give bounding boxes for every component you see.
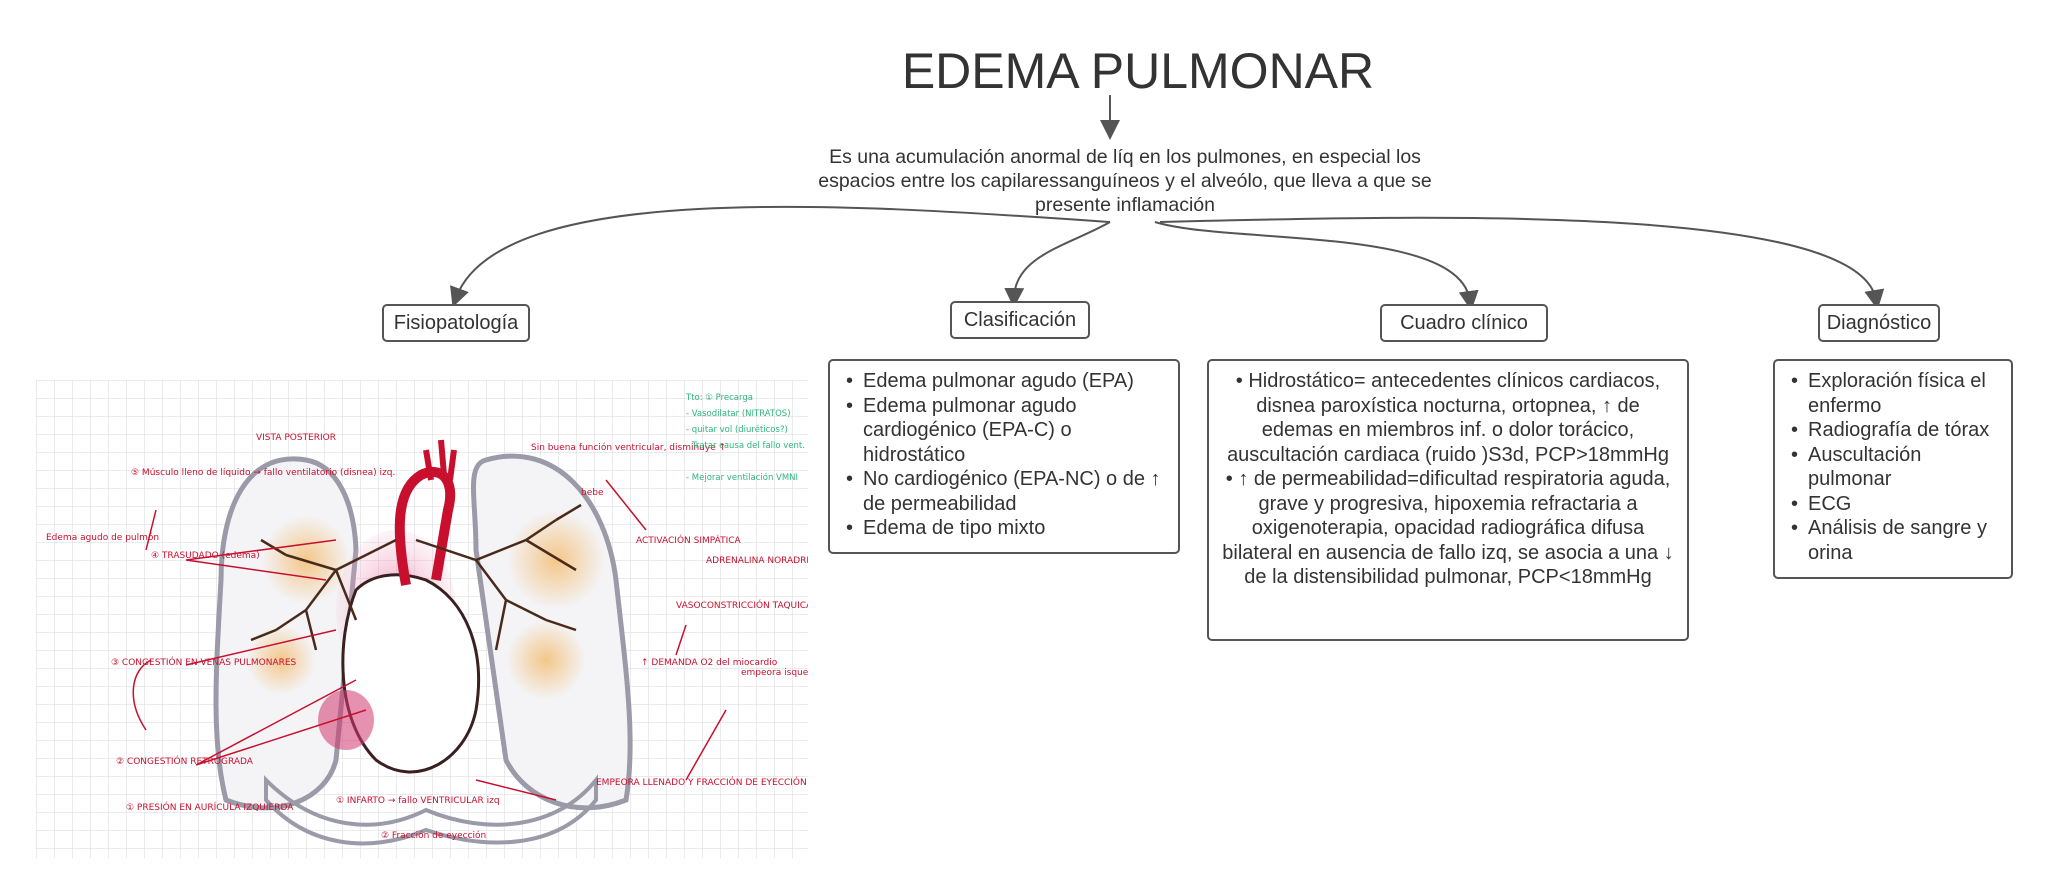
list-item: Edema de tipo mixto [844, 516, 1168, 541]
svg-text:⑤ Músculo lleno de líquido → f: ⑤ Músculo lleno de líquido → fallo venti… [131, 468, 395, 478]
heart-lungs-illustration: VISTA POSTERIOR ⑤ Músculo lleno de líqui… [36, 380, 808, 858]
aorta [394, 466, 456, 586]
arrow-to-diagnostico [1159, 216, 1885, 310]
annotation-lines [132, 479, 727, 801]
node-cuadro-clinico[interactable]: Cuadro clínico [1380, 304, 1548, 342]
list-item: Exploración física el enfermo [1789, 369, 2001, 418]
svg-text:① PRESIÓN EN AURÍCULA IZQUIERD: ① PRESIÓN EN AURÍCULA IZQUIERDA [126, 801, 294, 813]
list-item: Edema pulmonar agudo (EPA) [844, 369, 1168, 394]
list-item: No cardiogénico (EPA-NC) o de ↑ de perme… [844, 467, 1168, 516]
node-diagnostico[interactable]: Diagnóstico [1818, 304, 1940, 342]
panel-cuadro-clinico: Hidrostático= antecedentes clínicos card… [1207, 359, 1689, 641]
svg-text:VASOCONSTRICCIÓN TAQUICARDIA: VASOCONSTRICCIÓN TAQUICARDIA [676, 599, 808, 611]
diaphragm [264, 774, 598, 846]
svg-text:bebe: bebe [581, 488, 604, 498]
svg-text:④ TRASUDADO (edema): ④ TRASUDADO (edema) [151, 551, 260, 561]
page-title: EDEMA PULMONAR [901, 43, 1375, 99]
list-item: Radiografía de tórax [1789, 418, 2001, 443]
svg-text:- Vasodilatar (NITRATOS): - Vasodilatar (NITRATOS) [686, 409, 791, 419]
node-fisiopatologia[interactable]: Fisiopatología [382, 304, 530, 342]
list-item: Análisis de sangre y orina [1789, 516, 2001, 565]
arrow-to-cuadro-clinico [1154, 221, 1479, 311]
definition-text: Es una acumulación anormal de líq en los… [818, 146, 1432, 216]
list-item: Edema pulmonar agudo cardiogénico (EPA-C… [844, 394, 1168, 468]
node-label: Clasificación [963, 308, 1077, 331]
svg-text:ADRENALINA NORADRENALINA: ADRENALINA NORADRENALINA [706, 556, 808, 566]
svg-text:empeora isquemia: empeora isquemia [741, 668, 808, 678]
svg-text:VISTA POSTERIOR: VISTA POSTERIOR [256, 433, 336, 443]
node-label: Fisiopatología [393, 311, 519, 334]
arrow-to-clasificacion [1004, 221, 1111, 308]
list-item: Auscultación pulmonar [1789, 443, 2001, 492]
svg-text:Tto: ① Precarga: Tto: ① Precarga [685, 393, 753, 403]
svg-text:↑ DEMANDA O2 del miocardio: ↑ DEMANDA O2 del miocardio [641, 658, 778, 668]
node-label: Cuadro clínico [1400, 311, 1528, 334]
svg-text:- Tratar causa del fallo vent.: - Tratar causa del fallo vent. IAM (angi… [686, 441, 808, 451]
arrow-to-fisiopatologia [450, 205, 1111, 308]
panel-diagnostico: Exploración física el enfermo Radiografí… [1773, 359, 2013, 579]
svg-text:- Mejorar ventilación VMNI: - Mejorar ventilación VMNI [686, 472, 798, 483]
svg-text:Sin buena función ventricular,: Sin buena función ventricular, disminuye… [531, 442, 726, 453]
list-item: ↑ de permeabilidad=dificultad respirator… [1221, 467, 1675, 590]
svg-text:① INFARTO → fallo VENTRICULAR: ① INFARTO → fallo VENTRICULAR izq [336, 796, 500, 806]
panel-clasificacion: Edema pulmonar agudo (EPA) Edema pulmona… [828, 359, 1180, 554]
svg-text:② CONGESTIÓN RETRÓGRADA: ② CONGESTIÓN RETRÓGRADA [116, 755, 254, 767]
edema-spot [246, 625, 316, 695]
list-item: ECG [1789, 492, 2001, 517]
svg-text:EMPEORA LLENADO Y FRACCIÓN DE: EMPEORA LLENADO Y FRACCIÓN DE EYECCIÓN [596, 776, 807, 788]
infarct-spot [318, 690, 374, 750]
svg-text:- quitar vol (diuréticos?): - quitar vol (diuréticos?) [686, 424, 788, 435]
node-label: Diagnóstico [1826, 311, 1932, 334]
green-notes: Tto: ① Precarga - Vasodilatar (NITRATOS)… [685, 393, 808, 483]
edema-spot [506, 620, 586, 700]
svg-text:Edema agudo de pulmón: Edema agudo de pulmón [46, 532, 159, 543]
svg-text:② Fracción de eyección: ② Fracción de eyección [381, 830, 486, 841]
bronchial-tree [250, 503, 582, 651]
svg-text:③ CONGESTIÓN EN VENAS PULMONAR: ③ CONGESTIÓN EN VENAS PULMONARES [111, 656, 297, 668]
edema-spot [506, 510, 606, 610]
svg-text:ACTIVACIÓN SIMPÁTICA: ACTIVACIÓN SIMPÁTICA [636, 534, 742, 546]
red-notes: VISTA POSTERIOR ⑤ Músculo lleno de líqui… [46, 433, 808, 841]
list-item: Hidrostático= antecedentes clínicos card… [1221, 369, 1675, 467]
node-clasificacion[interactable]: Clasificación [950, 301, 1090, 339]
